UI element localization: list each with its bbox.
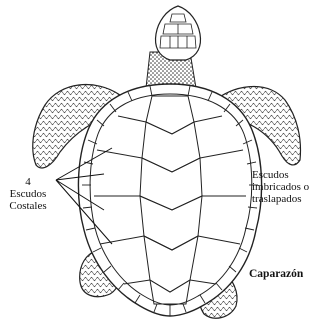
imbricate-scutes-label: Escudos imbricados o traslapados bbox=[252, 169, 322, 205]
costal-line1: Escudos bbox=[0, 188, 56, 200]
imbricate-line3: traslapados bbox=[252, 193, 322, 205]
imbricate-line1: Escudos bbox=[252, 169, 322, 181]
carapace-label: Caparazón bbox=[249, 268, 303, 280]
imbricate-line2: imbricados o bbox=[252, 181, 322, 193]
costal-line2: Costales bbox=[0, 200, 56, 212]
costal-scutes-label: 4 Escudos Costales bbox=[0, 176, 56, 212]
costal-count: 4 bbox=[0, 176, 56, 188]
